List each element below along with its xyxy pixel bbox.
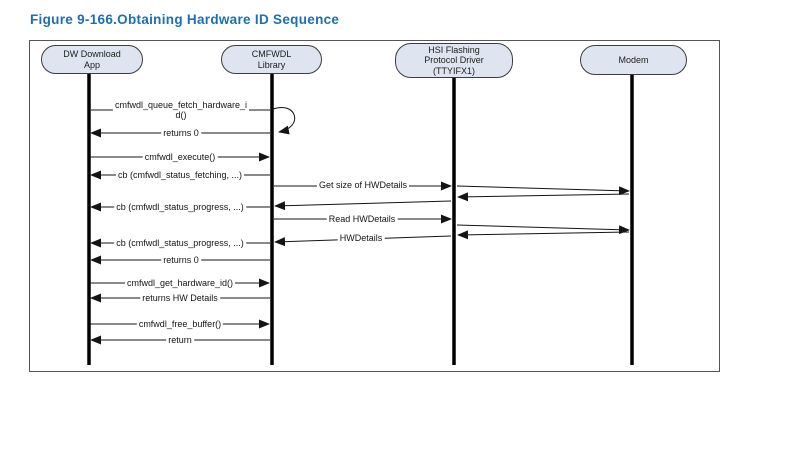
message-label-return-last: return [166, 335, 194, 345]
message-label-line: d() [175, 110, 187, 120]
message-label-cmfwdl-execute: cmfwdl_execute() [142, 152, 218, 162]
message-label-hwdetails: HWDetails [337, 233, 385, 243]
message-label-cb-status-fetching: cb (cmfwdl_status_fetching, ...) [115, 170, 245, 180]
message-label-get-size-hwdetails: Get size of HWDetails [316, 180, 410, 190]
message-label-queue-fetch-hardware-id: cmfwdl_queue_fetch_hardware_i d() [112, 100, 250, 120]
message-label-get-hardware-id: cmfwdl_get_hardware_id() [124, 278, 236, 288]
figure-title: Figure 9-166.Obtaining Hardware ID Seque… [30, 12, 340, 27]
participant-dw-download-app: DW Download App [41, 45, 143, 74]
participant-label: Modem [618, 54, 649, 65]
participant-label: CMFWDL [251, 49, 292, 59]
message-label-returns-hw-details: returns HW Details [140, 293, 220, 303]
arrow-modem-to-hsi-2 [457, 230, 630, 240]
participant-cmfwdl-library: CMFWDL Library [221, 45, 322, 74]
arrow-hsi-to-modem-1 [456, 185, 630, 196]
participant-label: (TTYIFX1) [433, 65, 475, 76]
arrow-self-loop [272, 107, 296, 135]
message-label-returns-0-first: returns 0 [161, 128, 201, 138]
arrow-hsi-to-cmfwdl-1 [274, 200, 452, 211]
participant-label: App [83, 59, 100, 70]
lifelines [87, 74, 634, 365]
arrow-hsi-to-modem-2 [456, 224, 630, 235]
message-label-returns-0-second: returns 0 [161, 255, 201, 265]
arrow-modem-to-hsi-1 [457, 192, 630, 202]
message-label-free-buffer: cmfwdl_free_buffer() [136, 319, 224, 329]
participant-label: DW Download [63, 49, 121, 59]
participant-modem: Modem [580, 45, 687, 75]
message-label-line: cmfwdl_queue_fetch_hardware_i [114, 100, 248, 110]
diagram-frame [29, 40, 720, 372]
participant-label: HSI Flashing [428, 44, 480, 55]
message-label-cb-status-progress-2: cb (cmfwdl_status_progress, ...) [114, 238, 246, 248]
participant-label: Protocol Driver [424, 55, 484, 66]
message-label-read-hwdetails: Read HWDetails [326, 214, 398, 224]
participant-label: Library [257, 59, 286, 70]
message-label-cb-status-progress-1: cb (cmfwdl_status_progress, ...) [114, 202, 246, 212]
participant-hsi-driver: HSI Flashing Protocol Driver (TTYIFX1) [395, 43, 513, 78]
